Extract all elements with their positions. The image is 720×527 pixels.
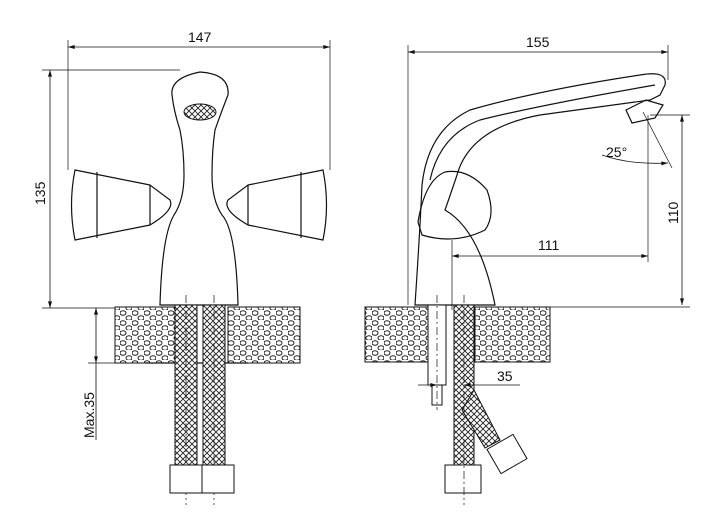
side-length-label: 155 bbox=[526, 34, 550, 50]
countertop-left bbox=[114, 306, 176, 364]
countertop-right bbox=[227, 306, 301, 364]
front-width-label: 147 bbox=[188, 29, 212, 45]
spout-height-label: 110 bbox=[665, 201, 681, 224]
countertop-side-left bbox=[364, 306, 429, 363]
countertop-side-right bbox=[474, 306, 551, 363]
spout-reach-label: 111 bbox=[538, 237, 559, 253]
max-thickness-label: Max.35 bbox=[81, 392, 97, 438]
hole-offset-label: 35 bbox=[497, 368, 513, 384]
front-height-label: 135 bbox=[32, 181, 48, 205]
front-view: 147 135 Max.35 bbox=[32, 29, 331, 505]
spout-angle-label: 25° bbox=[606, 144, 627, 160]
side-view: 155 25° 110 111 35 bbox=[364, 34, 690, 505]
